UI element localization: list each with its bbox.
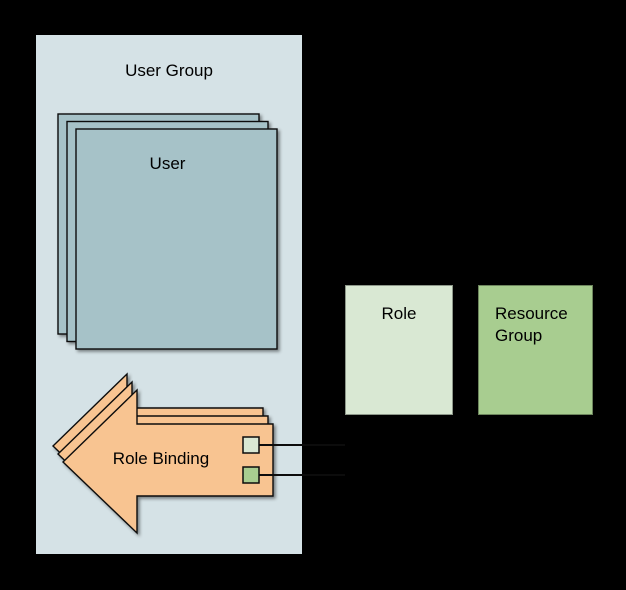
role-box: Role [345, 285, 453, 415]
user-group-label: User Group [125, 61, 213, 80]
resource-group-box: Resource Group [478, 285, 593, 415]
user-label: User [149, 154, 186, 173]
resource-group-label: Resource Group [495, 304, 568, 345]
role-label: Role [381, 304, 417, 323]
role-binding-label: Role Binding [112, 449, 210, 468]
user-group-container [36, 35, 302, 554]
